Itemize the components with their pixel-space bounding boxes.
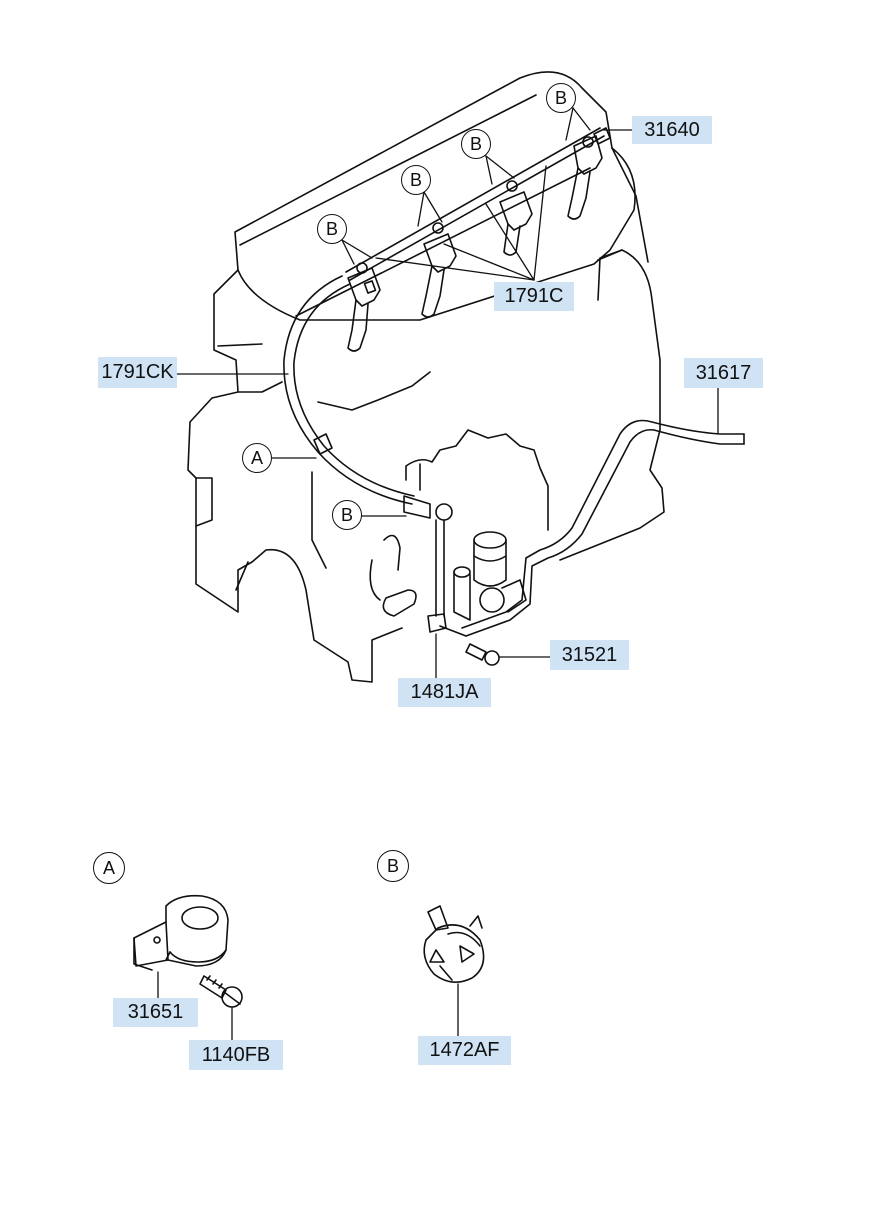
callout-b-5: B xyxy=(332,500,362,530)
part-label-31521[interactable]: 31521 xyxy=(550,640,629,670)
bolt-31521 xyxy=(465,643,500,666)
detail-b-heading: B xyxy=(377,850,409,882)
leak-off-hose xyxy=(283,275,453,633)
detail-a-clamp xyxy=(133,894,243,1008)
engine-block xyxy=(187,71,665,683)
injector-1 xyxy=(347,267,381,352)
detail-b-clip xyxy=(423,905,485,983)
part-label-31651[interactable]: 31651 xyxy=(113,998,198,1027)
injector-4 xyxy=(567,135,603,220)
part-label-1791CK[interactable]: 1791CK xyxy=(98,357,177,388)
injector-3 xyxy=(499,191,533,256)
part-label-1481JA[interactable]: 1481JA xyxy=(398,678,491,707)
callout-b-3: B xyxy=(401,165,431,195)
callout-a-main: A xyxy=(242,443,272,473)
fuel-hose-31617 xyxy=(439,419,745,637)
callout-b-1: B xyxy=(546,83,576,113)
injectors xyxy=(347,135,603,352)
detail-a-leaders xyxy=(157,971,233,1041)
detail-a-heading: A xyxy=(93,852,125,884)
callout-b-2: B xyxy=(461,129,491,159)
part-label-1140FB[interactable]: 1140FB xyxy=(189,1040,283,1070)
fuel-return-pipe xyxy=(345,127,611,281)
part-label-1472AF[interactable]: 1472AF xyxy=(418,1036,511,1065)
part-label-31640[interactable]: 31640 xyxy=(632,116,712,144)
callout-b-4: B xyxy=(317,214,347,244)
part-label-31617[interactable]: 31617 xyxy=(684,358,763,388)
part-label-1791C[interactable]: 1791C xyxy=(494,282,574,311)
leader-lines xyxy=(175,107,719,679)
